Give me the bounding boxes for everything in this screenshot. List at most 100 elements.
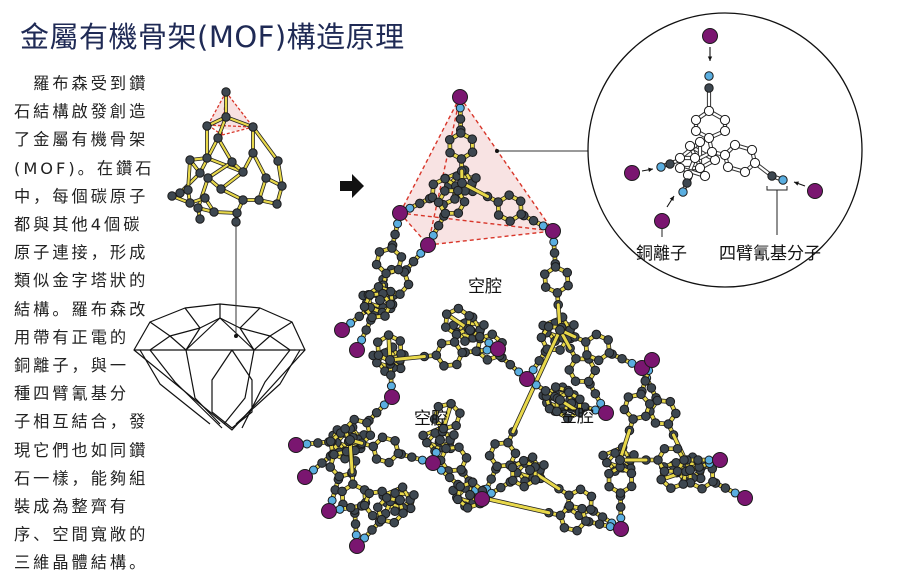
copper-ion	[421, 238, 436, 253]
carbon-atom	[556, 511, 565, 520]
carbon-atom	[560, 523, 569, 532]
carbon-atom	[720, 115, 729, 124]
carbon-atom	[450, 431, 459, 440]
carbon-atom	[447, 399, 456, 408]
carbon-atom	[483, 356, 492, 365]
carbon-atom	[578, 504, 587, 513]
carbon-atom	[468, 478, 477, 487]
carbon-atom	[704, 106, 713, 115]
carbon-atom	[326, 437, 335, 446]
carbon-atom	[705, 84, 713, 92]
carbon-atom	[355, 312, 364, 321]
carbon-atom	[660, 444, 669, 453]
copper-ion	[655, 214, 670, 229]
carbon-atom	[452, 421, 461, 430]
carbon-atom	[365, 489, 374, 498]
carbon-atom	[442, 310, 451, 319]
carbon-atom	[441, 174, 450, 183]
carbon-atom	[362, 326, 371, 335]
carbon-atom	[386, 356, 395, 365]
carbon-atom	[330, 450, 339, 459]
carbon-atom	[388, 244, 397, 253]
carbon-atom	[497, 483, 506, 492]
carbon-atom	[255, 196, 263, 204]
carbon-atom	[249, 123, 257, 131]
carbon-atom	[529, 216, 538, 225]
mof-illustration	[0, 0, 907, 561]
carbon-atom	[194, 204, 202, 212]
carbon-atom	[394, 449, 403, 458]
carbon-atom	[437, 339, 446, 348]
carbon-atom	[675, 153, 684, 162]
carbon-atom	[351, 520, 360, 529]
carbon-atom	[196, 215, 204, 223]
carbon-atom	[592, 330, 601, 339]
carbon-atom	[680, 456, 689, 465]
carbon-atom	[184, 186, 192, 194]
carbon-atom	[233, 209, 241, 217]
carbon-atom	[679, 480, 688, 489]
carbon-atom	[721, 484, 730, 493]
carbon-atom	[587, 492, 596, 501]
carbon-atom	[740, 167, 749, 176]
copper-ion	[614, 522, 629, 537]
carbon-atom	[664, 420, 673, 429]
carbon-atom	[595, 520, 604, 529]
carbon-atom	[563, 268, 572, 277]
carbon-atom	[517, 210, 526, 219]
carbon-atom	[466, 491, 475, 500]
copper-ion	[298, 470, 313, 485]
carbon-atom	[410, 491, 419, 500]
carbon-atom	[581, 338, 590, 347]
carbon-atom	[508, 463, 517, 472]
carbon-atom	[445, 135, 454, 144]
carbon-atom	[446, 148, 455, 157]
carbon-atom	[528, 453, 537, 462]
carbon-atom	[346, 503, 355, 512]
diamond-gem-drawing	[134, 304, 305, 430]
carbon-atom	[494, 198, 503, 207]
carbon-atom	[468, 148, 477, 157]
carbon-atom	[541, 387, 550, 396]
carbon-atom	[666, 160, 674, 168]
carbon-atom	[629, 415, 638, 424]
carbon-atom	[690, 153, 699, 162]
carbon-atom	[516, 197, 525, 206]
carbon-atom	[620, 405, 629, 414]
carbon-atom	[556, 326, 565, 335]
carbon-atom	[642, 412, 651, 421]
carbon-atom	[616, 503, 625, 512]
carbon-atom	[565, 502, 574, 511]
carbon-atom	[385, 458, 394, 467]
copper-ion	[491, 342, 506, 357]
carbon-atom	[203, 154, 211, 162]
carbon-atom	[416, 199, 425, 208]
carbon-atom	[493, 462, 502, 471]
carbon-atom	[453, 495, 462, 504]
carbon-atom	[707, 147, 716, 156]
nitrogen-atom	[387, 382, 395, 390]
carbon-atom	[506, 217, 515, 226]
carbon-atom	[368, 313, 377, 322]
carbon-atom	[551, 263, 560, 272]
carbon-atom	[378, 433, 387, 442]
carbon-atom	[487, 475, 496, 484]
copper-ion	[385, 390, 400, 405]
carbon-atom	[346, 436, 355, 445]
carbon-atom	[605, 482, 614, 491]
carbon-atom	[222, 88, 230, 96]
carbon-atom	[645, 400, 654, 409]
carbon-atom	[372, 260, 381, 269]
carbon-atom	[604, 336, 613, 345]
carbon-atom	[228, 158, 236, 166]
carbon-atom	[382, 269, 391, 278]
carbon-atom	[505, 191, 514, 200]
carbon-atom	[683, 170, 692, 179]
carbon-atom	[429, 180, 438, 189]
zoom-leader-dot	[495, 149, 499, 153]
carbon-atom	[394, 265, 403, 274]
carbon-atom	[462, 454, 471, 463]
carbon-atom	[360, 302, 369, 311]
copper-ion	[475, 492, 490, 507]
nitrogen-atom	[679, 188, 687, 196]
